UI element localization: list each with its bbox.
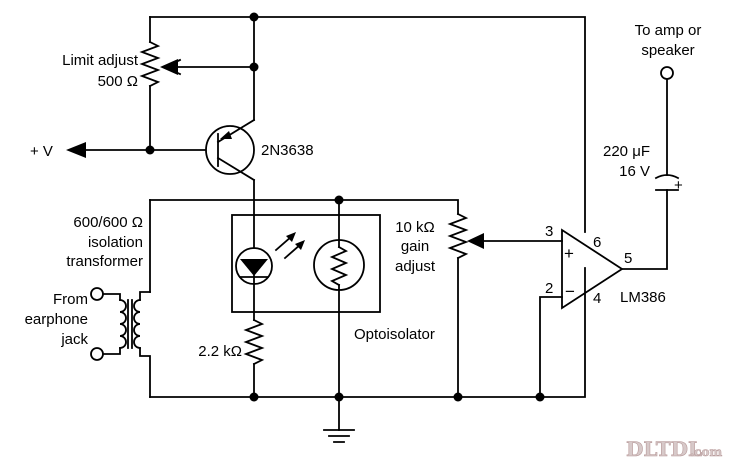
transformer-secondary-coil [133,299,141,349]
resistor-2k2 [243,318,265,366]
pin6-label: 6 [593,234,601,251]
transformer-label-1: 600/600 Ω [73,214,143,231]
transformer-core [127,299,133,349]
plus-v-label: + V [30,143,53,160]
junction-dots [145,12,545,402]
opamp-minus-sign: − [565,282,575,301]
transformer-secondary-bottom [139,347,151,398]
transformer-secondary-top [139,291,151,301]
gain-label-1: 10 kΩ [395,219,435,236]
light-arrowhead-2 [295,240,305,250]
output-label-2: speaker [641,42,694,59]
gain-label-2: gain [401,238,429,255]
pin2-label: 2 [545,280,553,297]
opamp-output-wire [621,189,668,270]
resistor-2k2-label: 2.2 kΩ [198,343,242,360]
transistor-collector-lead [216,156,256,182]
transformer-primary-bottom [103,347,121,355]
opamp-label: LM386 [620,289,666,306]
output-label-1: To amp or [635,22,702,39]
gain-label-3: adjust [395,258,436,275]
opamp-pin2-wire [539,296,563,398]
wiper-500-arrowhead [160,59,178,75]
from-label-1: From [53,291,88,308]
pin5-label: 5 [624,250,632,267]
opamp-plus-sign: + [564,244,574,263]
led-triangle [240,259,268,276]
from-label-2: earphone [25,311,88,328]
pin3-label: 3 [545,223,553,240]
watermark-logo: DLTDL [626,437,702,461]
transistor-body [205,125,255,175]
ldr-zigzag [329,245,349,287]
watermark-suffix: .com [690,445,722,459]
optoisolator-box [231,214,381,313]
gain-wiper-arrowhead [467,233,484,249]
mid-rail [149,199,459,215]
pin4-label: 4 [593,290,601,307]
ground-symbol [323,429,355,443]
transistor-label: 2N3638 [261,142,314,159]
resistor-500-ohm [139,40,161,88]
earphone-terminal-top [90,287,104,301]
output-terminal [660,66,674,80]
limit-value-label: 500 Ω [98,73,138,90]
limit-adjust-label: Limit adjust [62,52,139,69]
transformer-label-2: isolation [88,234,143,251]
plus-v-arrowhead [66,142,86,158]
top-rail [149,16,586,233]
resistor-10k [447,212,469,260]
cap-plus-sign: + [674,177,683,194]
cap-label-2: 16 V [619,163,650,180]
transformer-primary-coil [119,299,127,349]
ground-rail [149,267,586,398]
transistor-emitter-arrow [220,131,232,139]
light-arrowhead-1 [286,232,296,242]
optoisolator-label: Optoisolator [354,326,435,343]
transformer-primary-top [103,293,121,301]
from-label-3: jack [60,331,88,348]
cap-label-1: 220 μF [603,143,650,160]
earphone-terminal-bottom [90,347,104,361]
transformer-label-3: transformer [66,253,143,270]
lm386-triangle [561,228,624,310]
